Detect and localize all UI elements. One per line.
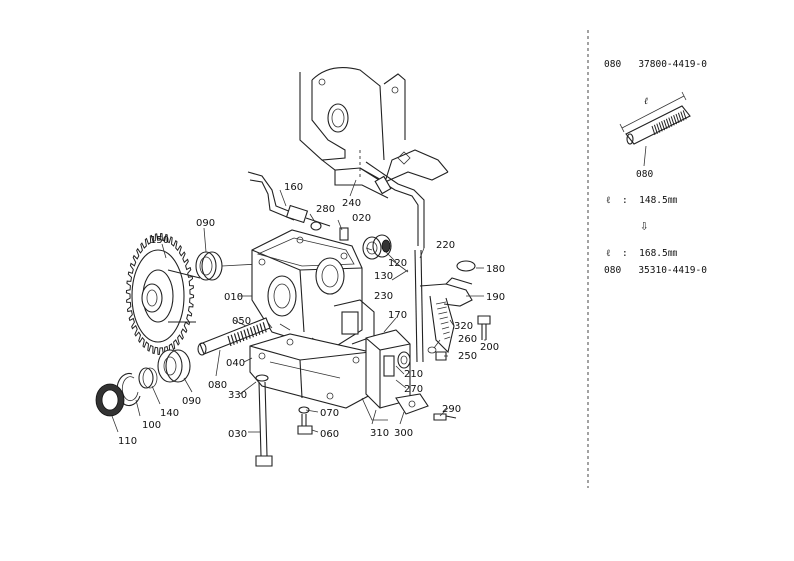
- callout-200: 200: [480, 342, 499, 353]
- length-original: ℓ : 148.5㎜: [606, 195, 678, 206]
- detail-part-label: 080: [636, 169, 653, 180]
- callout-210: 210: [404, 369, 423, 380]
- fork-lever: [419, 260, 476, 354]
- callout-150: 150: [150, 235, 169, 246]
- part-number-line-2: 080 35310-4419-0: [604, 265, 707, 276]
- leader-lines: [111, 179, 486, 433]
- shaft-080: [197, 317, 271, 356]
- callout-120: 120: [388, 258, 407, 269]
- callout-040: 040: [226, 358, 245, 369]
- shift-shaft: [247, 171, 331, 227]
- callout-270: 270: [404, 384, 423, 395]
- bearing-090-lower: [157, 349, 191, 383]
- lever-bracket: [361, 329, 457, 421]
- part-number-line-1: 080 37800-4419-0: [604, 59, 707, 70]
- callout-100: 100: [142, 420, 161, 431]
- callout-030: 030: [228, 429, 247, 440]
- callout-190: 190: [486, 292, 505, 303]
- length-symbol: ℓ: [644, 96, 648, 107]
- main-case: [251, 229, 375, 351]
- callout-170: 170: [388, 310, 407, 321]
- callout-060: 060: [320, 429, 339, 440]
- callout-320: 320: [454, 321, 473, 332]
- callout-labels: 150 090 160 240 280 020 220 130 120 180 …: [118, 182, 505, 447]
- callout-010: 010: [224, 292, 243, 303]
- callout-310: 310: [370, 428, 389, 439]
- callout-290: 290: [442, 404, 461, 415]
- bolt-200: [427, 315, 491, 361]
- callout-260: 260: [458, 334, 477, 345]
- callout-240: 240: [342, 198, 361, 209]
- upper-housing: [299, 67, 449, 199]
- callout-230: 230: [374, 291, 393, 302]
- gear-150: [125, 232, 201, 356]
- callout-140: 140: [160, 408, 179, 419]
- length-new: ℓ : 168.5㎜: [606, 248, 678, 259]
- callout-090: 090: [196, 218, 215, 229]
- bolt-030: [255, 374, 273, 467]
- bearing-090-upper: [195, 251, 259, 281]
- small-parts: [310, 221, 409, 273]
- callout-180: 180: [486, 264, 505, 275]
- callout-330: 330: [228, 390, 247, 401]
- callout-280: 280: [316, 204, 335, 215]
- supersede-arrow: ⇩: [640, 218, 648, 234]
- oil-seal-110: [95, 383, 125, 417]
- bolt-060: [297, 406, 313, 435]
- lower-cover: [249, 333, 373, 409]
- side-panel: 080 37800-4419-0 ℓ 080 ℓ : 148.5㎜ ⇩ ℓ : …: [604, 59, 707, 276]
- callout-050: 050: [232, 316, 251, 327]
- callout-220: 220: [436, 240, 455, 251]
- callout-070: 070: [320, 408, 339, 419]
- collar-140: [138, 367, 158, 389]
- callout-250: 250: [458, 351, 477, 362]
- callout-300: 300: [394, 428, 413, 439]
- callout-090-lower: 090: [182, 396, 201, 407]
- callout-130: 130: [374, 271, 393, 282]
- callout-020: 020: [352, 213, 371, 224]
- callout-160: 160: [284, 182, 303, 193]
- callout-080: 080: [208, 380, 227, 391]
- control-rod: [359, 161, 425, 363]
- shaft-detail-drawing: ℓ 080: [619, 91, 691, 180]
- callout-110: 110: [118, 436, 137, 447]
